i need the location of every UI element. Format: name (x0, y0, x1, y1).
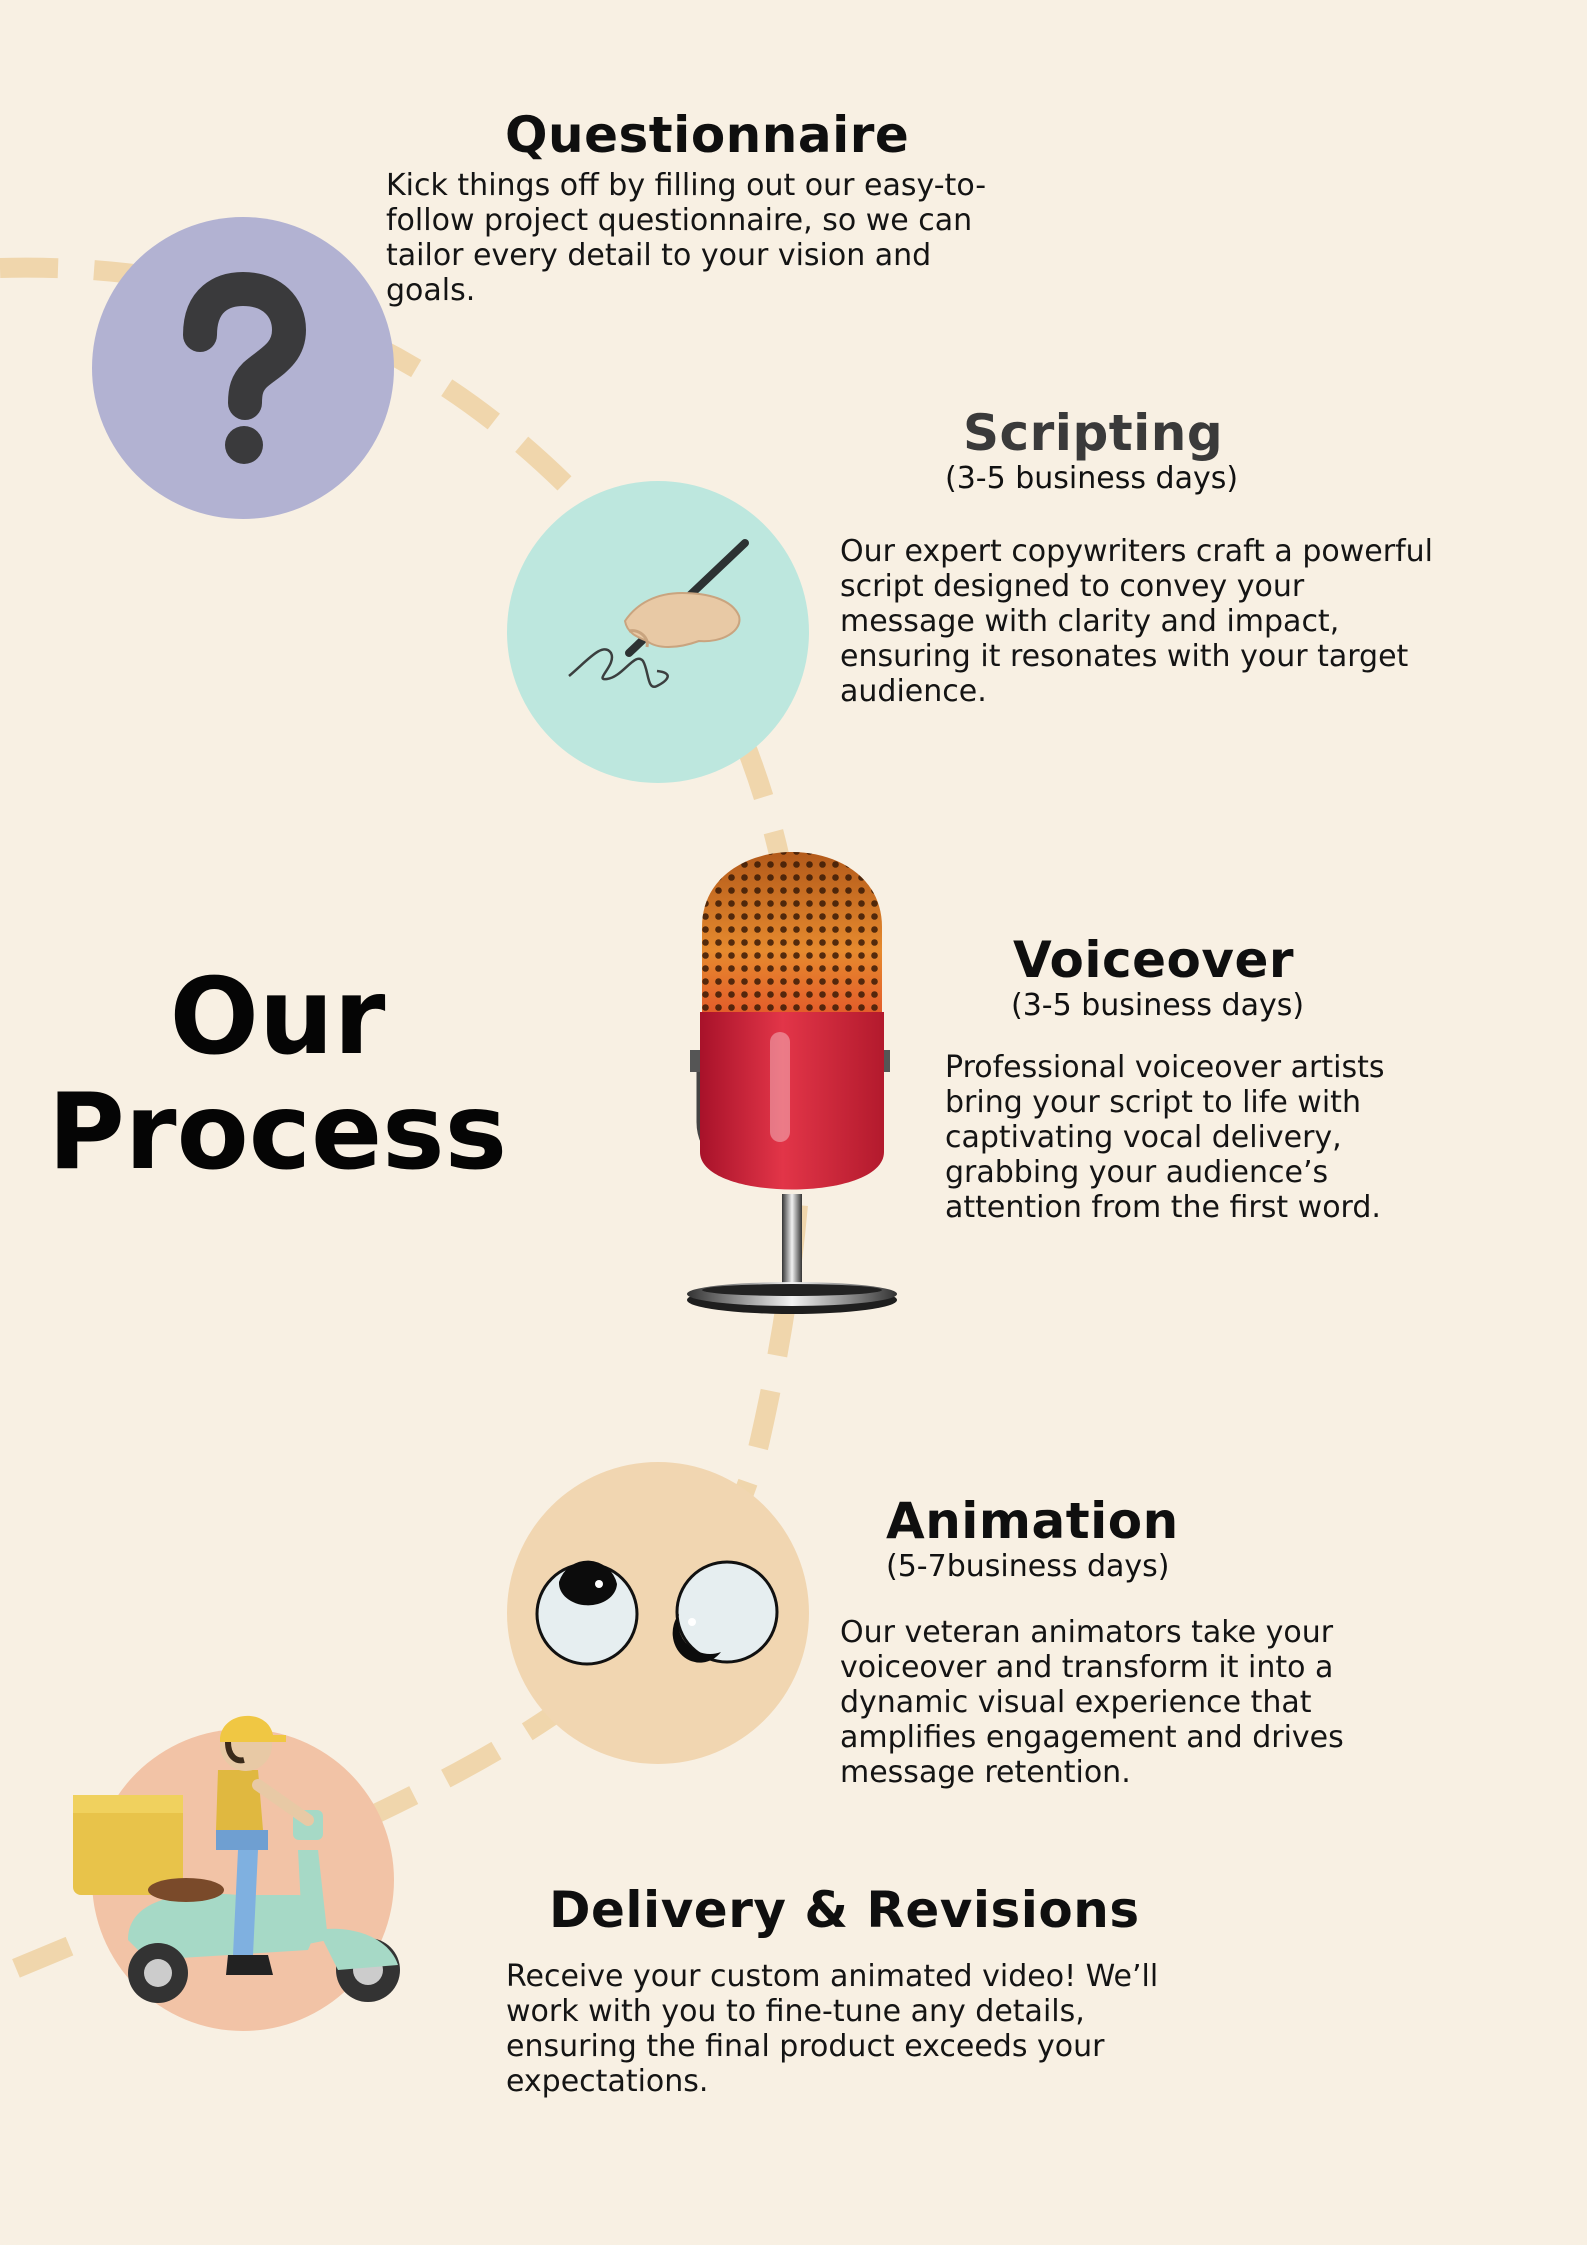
step-description-scripting: Our expert copywriters craft a powerful … (840, 534, 1433, 709)
hero-title-line2: Process (47, 1071, 508, 1193)
step-duration-animation: (5-7business days) (886, 1549, 1170, 1584)
step-description-delivery: Receive your custom animated video! We’l… (506, 1959, 1159, 2099)
step-title-questionnaire: Questionnaire (505, 106, 910, 164)
cartoon-eyes-icon (535, 1560, 779, 1666)
step-description-voiceover: Professional voiceover artists bring you… (945, 1050, 1385, 1225)
hero-title-line1: Our (169, 956, 386, 1078)
step-title-voiceover: Voiceover (1013, 931, 1295, 989)
microphone-icon (687, 852, 897, 1314)
questionnaire-circle (92, 217, 394, 519)
hand-writing-pen-icon (568, 539, 749, 689)
hero-title: Our Process (40, 960, 515, 1190)
step-duration-voiceover: (3-5 business days) (1011, 988, 1305, 1023)
step-title-animation: Animation (886, 1492, 1179, 1550)
step-title-scripting: Scripting (963, 404, 1224, 462)
step-description-questionnaire: Kick things off by filling out our easy-… (386, 168, 987, 308)
delivery-scooter-icon (73, 1715, 400, 2003)
scripting-circle (507, 481, 809, 783)
step-duration-scripting: (3-5 business days) (945, 461, 1239, 496)
animation-circle (507, 1462, 809, 1764)
step-description-animation: Our veteran animators take your voiceove… (840, 1615, 1344, 1790)
question-mark-icon (183, 271, 307, 464)
step-title-delivery: Delivery & Revisions (549, 1881, 1140, 1939)
